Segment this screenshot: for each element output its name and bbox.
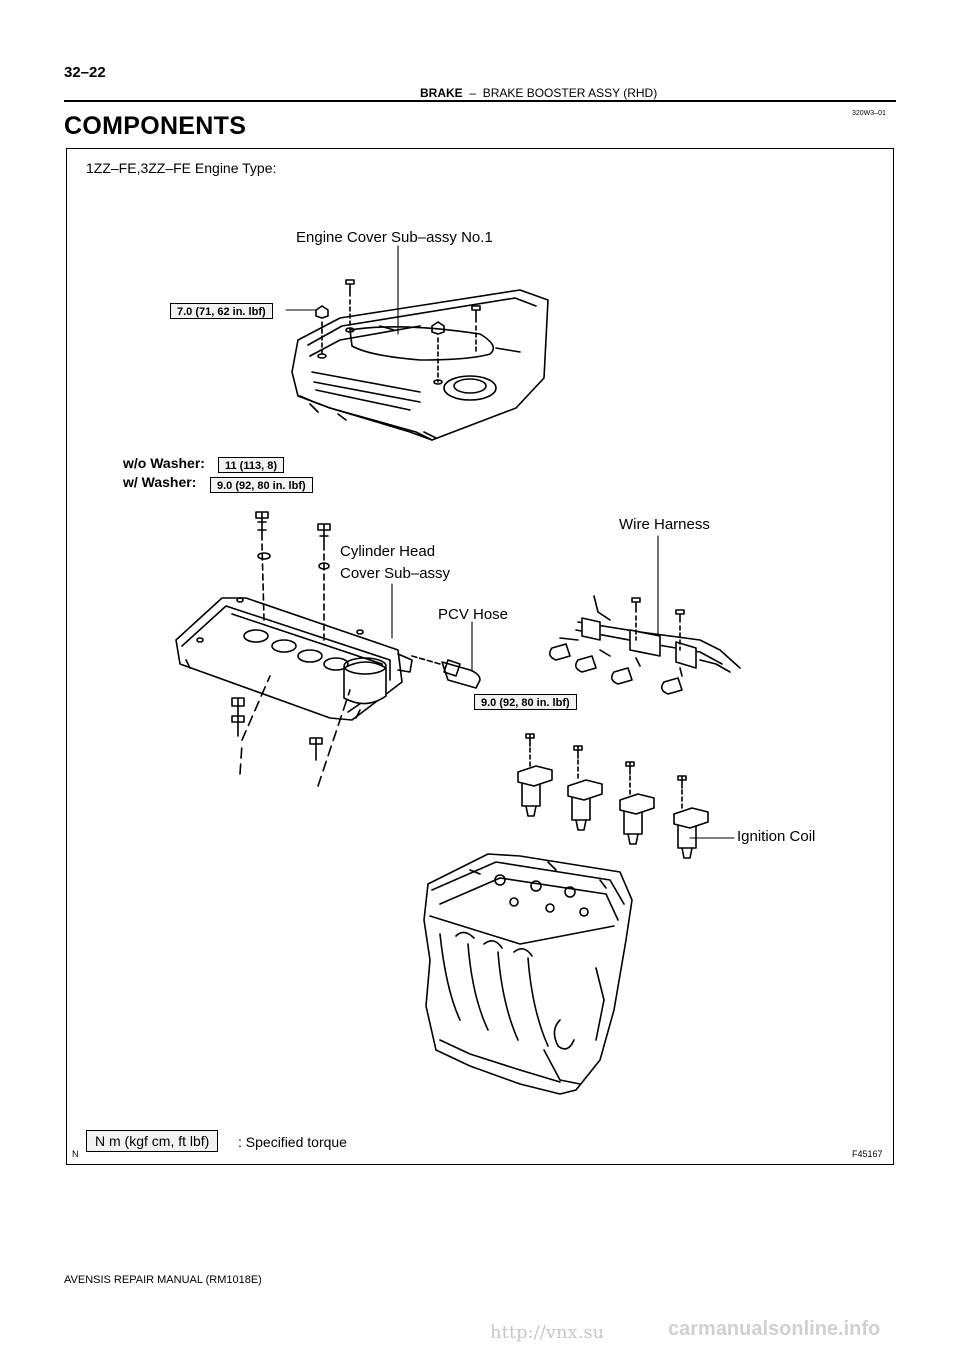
wire-harness-drawing (548, 595, 741, 695)
label-ignition-coil: Ignition Coil (737, 828, 816, 845)
label-without-washer: w/o Washer: (123, 455, 205, 471)
ignition-coils-drawing (517, 733, 709, 859)
footer-manual: AVENSIS REPAIR MANUAL (RM1018E) (64, 1274, 262, 1286)
page-number: 32–22 (64, 64, 106, 81)
watermark-site: carmanualsonline.info (668, 1318, 881, 1340)
label-wire-harness: Wire Harness (619, 516, 710, 533)
label-pcv-hose: PCV Hose (438, 606, 509, 623)
torque-ignition-coil: 9.0 (92, 80 in. lbf) (474, 694, 577, 710)
label-engine-cover: Engine Cover Sub–assy No.1 (296, 229, 493, 246)
legend-torque-box: N m (kgf cm, ft lbf) (86, 1130, 219, 1152)
engine-cover-bolts (315, 279, 481, 385)
figure-code: F45167 (852, 1149, 883, 1159)
cylinder-head-bolts (231, 511, 351, 787)
section-title: COMPONENTS (64, 112, 247, 140)
engine-cover-drawing (291, 289, 549, 441)
figure-frame (66, 148, 894, 1165)
legend-text: : Specified torque (238, 1134, 347, 1150)
cylinder-head-cover-drawing (175, 597, 413, 721)
header-separator: – (469, 86, 477, 100)
torque-with-washer: 9.0 (92, 80 in. lbf) (210, 477, 313, 493)
doc-code: 320W3–01 (852, 110, 886, 117)
label-cylinder-head-2: Cover Sub–assy (340, 565, 451, 582)
label-with-washer: w/ Washer: (123, 474, 197, 490)
engine-type-label: 1ZZ–FE,3ZZ–FE Engine Type: (86, 160, 277, 176)
header-section: BRAKE (420, 86, 463, 100)
header-subsection: BRAKE BOOSTER ASSY (RHD) (482, 86, 658, 100)
pcv-hose-drawing (411, 655, 481, 689)
figure-corner-label: N (72, 1149, 79, 1159)
torque-without-washer: 11 (113, 8) (218, 457, 284, 473)
watermark-link[interactable]: http://vnx.su (490, 1322, 605, 1343)
label-cylinder-head-1: Cylinder Head (340, 543, 436, 560)
header-rule (64, 100, 896, 102)
leader-lines (285, 245, 735, 839)
engine-block-drawing (423, 853, 633, 1095)
torque-engine-cover: 7.0 (71, 62 in. lbf) (170, 303, 273, 319)
header-title: BRAKE – BRAKE BOOSTER ASSY (RHD) (420, 86, 657, 100)
